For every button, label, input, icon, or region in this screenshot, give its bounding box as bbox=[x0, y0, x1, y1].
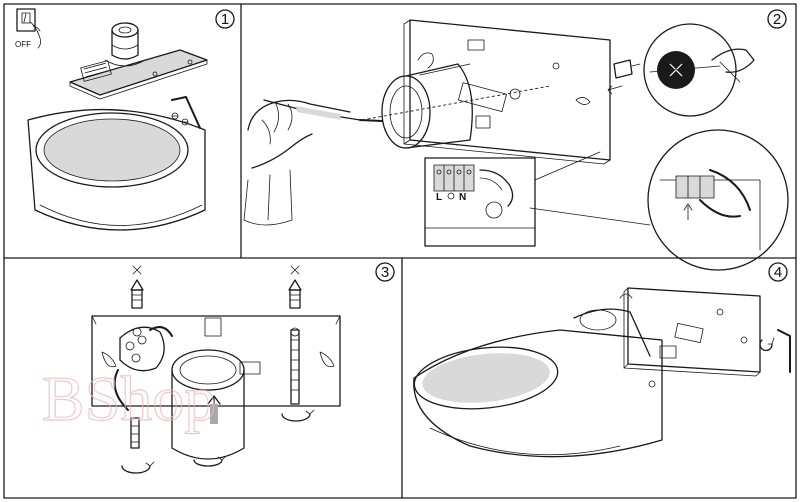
svg-text:4: 4 bbox=[774, 264, 782, 281]
svg-text:N: N bbox=[459, 192, 466, 203]
wiring-detail-circle bbox=[530, 130, 788, 270]
step-4-marker: 4 bbox=[769, 263, 787, 281]
lamp-shade-cover bbox=[28, 110, 205, 230]
hand-holding-screwdriver bbox=[244, 100, 382, 225]
power-off-switch-icon: OFF bbox=[15, 9, 41, 49]
screw-right-bottom bbox=[282, 330, 314, 421]
detail-circle-driver bbox=[644, 24, 754, 116]
lamp-housing-assembled bbox=[411, 309, 703, 457]
svg-text:2: 2 bbox=[773, 11, 781, 28]
screw-guide-line bbox=[362, 86, 550, 120]
set-screw-and-hex-key bbox=[760, 330, 790, 372]
wall-plug-and-screw bbox=[608, 60, 640, 94]
step-2-marker: 2 bbox=[768, 10, 786, 28]
step-3-marker: 3 bbox=[376, 263, 394, 281]
mounting-base-plate bbox=[70, 50, 207, 99]
screw-right-top bbox=[289, 266, 301, 308]
terminal-block-detail: L N bbox=[425, 152, 600, 246]
lamp-socket bbox=[105, 23, 145, 66]
svg-text:1: 1 bbox=[221, 11, 229, 28]
watermark: BShop bbox=[42, 363, 216, 434]
wall-plate-installed bbox=[620, 288, 760, 376]
step-1-marker: 1 bbox=[216, 10, 234, 28]
svg-text:OFF: OFF bbox=[15, 40, 31, 49]
wall-plate bbox=[404, 20, 610, 164]
svg-text:L: L bbox=[436, 192, 442, 203]
screw-left-top bbox=[131, 266, 143, 308]
svg-text:3: 3 bbox=[381, 264, 389, 281]
lamp-body-with-socket bbox=[382, 53, 520, 148]
